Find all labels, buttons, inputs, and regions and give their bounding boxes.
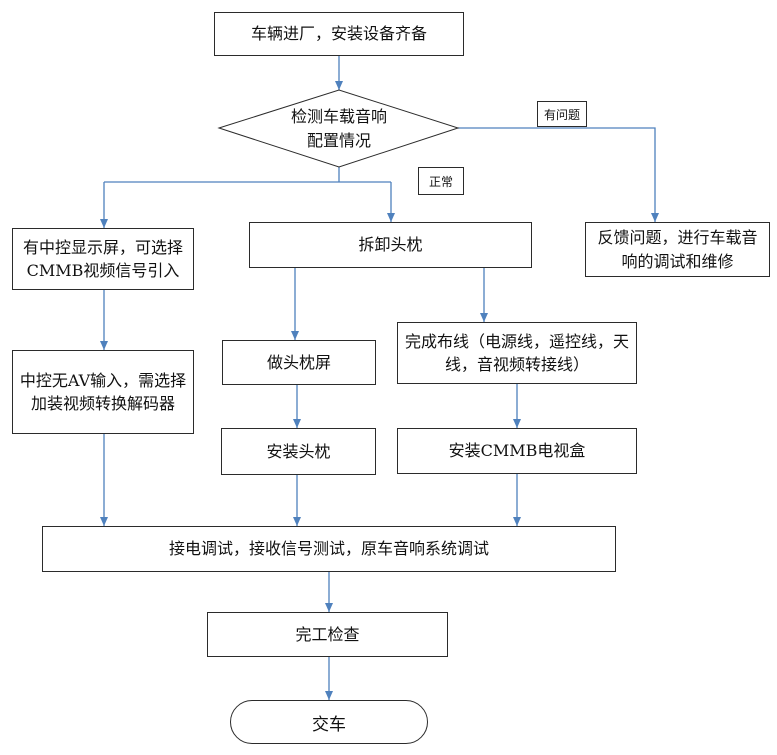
final-check-text: 完工检查 — [295, 624, 360, 644]
install-headrest-text: 安装头枕 — [266, 441, 331, 461]
install-cmmb-text: 安装CMMB电视盒 — [448, 441, 586, 461]
deliver-terminal: 交车 — [230, 700, 428, 744]
debug-box: 接电调试，接收信号测试，原车音响系统调试 — [42, 526, 616, 572]
install-cmmb-box: 安装CMMB电视盒 — [397, 428, 637, 474]
remove-headrest-text: 拆卸头枕 — [358, 235, 423, 255]
decision-line-1: 检测车载音响 — [290, 107, 387, 126]
deliver-text: 交车 — [312, 714, 346, 735]
no-av-text: 中控无AV输入，需选择加装视频转换解码器 — [19, 370, 187, 413]
decision-diamond — [217, 89, 460, 168]
final-check-box: 完工检查 — [207, 612, 448, 657]
arrow-check-to-feedback — [458, 127, 659, 222]
edge-label-normal: 正常 — [418, 167, 464, 195]
edge-label-problem: 有问题 — [537, 101, 587, 127]
no-av-box: 中控无AV输入，需选择加装视频转换解码器 — [12, 350, 194, 434]
install-headrest-box: 安装头枕 — [221, 428, 376, 475]
make-screen-text: 做头枕屏 — [266, 352, 331, 372]
decision-text: 检测车载音响 配置情况 — [259, 100, 419, 158]
wiring-box: 完成布线（电源线，遥控线，天线，音视频转接线） — [397, 322, 637, 384]
start-box: 车辆进厂，安装设备齐备 — [214, 12, 464, 56]
has-display-text: 有中控显示屏，可选择CMMB视频信号引入 — [22, 237, 183, 280]
feedback-text: 反馈问题，进行车载音响的调试和维修 — [597, 228, 758, 271]
debug-text: 接电调试，接收信号测试，原车音响系统调试 — [168, 539, 489, 559]
wiring-text: 完成布线（电源线，遥控线，天线，音视频转接线） — [404, 331, 629, 374]
start-text: 车辆进厂，安装设备齐备 — [250, 24, 427, 44]
make-screen-box: 做头枕屏 — [222, 340, 376, 385]
remove-headrest-box: 拆卸头枕 — [249, 222, 532, 268]
has-display-box: 有中控显示屏，可选择CMMB视频信号引入 — [12, 228, 194, 290]
decision-line-2: 配置情况 — [306, 131, 371, 150]
feedback-box: 反馈问题，进行车载音响的调试和维修 — [585, 222, 770, 277]
